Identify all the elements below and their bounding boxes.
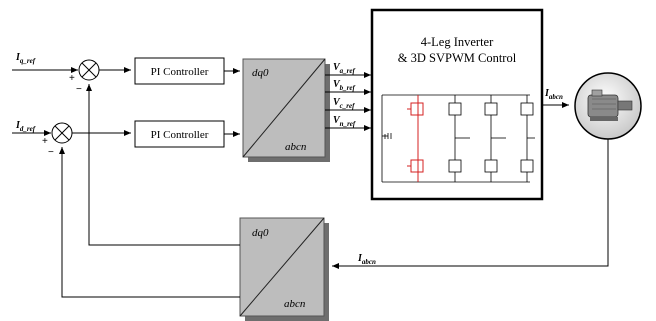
igbt-switch-icon <box>448 102 462 116</box>
feedback-to-iq-junction <box>86 84 240 246</box>
feedback-to-id-junction <box>59 147 240 298</box>
transform-block-bottom: dq0 abcn <box>239 217 329 321</box>
svg-text:& 3D SVPWM Control: & 3D SVPWM Control <box>398 51 517 65</box>
id-ref-label: Id_ref <box>15 120 36 133</box>
svg-text:4-Leg Inverter: 4-Leg Inverter <box>421 35 494 49</box>
svg-text:PI Controller: PI Controller <box>151 129 209 141</box>
summing-junction-top <box>78 59 100 81</box>
minus-sign-top: − <box>76 84 82 95</box>
iq-ref-label: Iq_ref <box>15 52 36 65</box>
svg-text:dq0: dq0 <box>252 67 269 79</box>
transform-block-top: dq0 abcn <box>242 58 330 162</box>
inverter-schematic <box>381 94 530 183</box>
feedback-current-label: Iabcn <box>357 253 376 266</box>
plus-sign-bottom: + <box>42 136 48 147</box>
igbt-switch-icon <box>448 159 462 173</box>
minus-sign-bottom: − <box>48 147 54 158</box>
svg-text:abcn: abcn <box>285 141 307 153</box>
igbt-switch-icon <box>484 102 498 116</box>
pi-controller-top: PI Controller <box>134 57 225 85</box>
igbt-switch-icon <box>484 159 498 173</box>
inverter-output-current-label: Iabcn <box>544 88 563 101</box>
va-ref-label: Va_ref <box>333 62 356 75</box>
igbt-switch-icon <box>520 102 534 116</box>
vb-ref-label: Vb_ref <box>333 79 356 92</box>
vc-ref-label: Vc_ref <box>333 97 355 110</box>
svg-text:dq0: dq0 <box>252 227 269 239</box>
motor-icon <box>574 72 642 140</box>
svg-text:abcn: abcn <box>284 298 306 310</box>
igbt-switch-icon <box>520 159 534 173</box>
voltage-reference-lines <box>325 72 371 131</box>
plus-sign-top: + <box>69 73 75 84</box>
vn-ref-label: Vn_ref <box>333 115 356 128</box>
inverter-legs <box>448 95 535 182</box>
motor-feedback-line <box>332 139 609 269</box>
inverter-leg-highlighted <box>407 95 424 182</box>
pi-controller-bottom: PI Controller <box>134 120 225 148</box>
svg-text:PI Controller: PI Controller <box>151 66 209 78</box>
summing-junction-bottom <box>51 122 73 144</box>
